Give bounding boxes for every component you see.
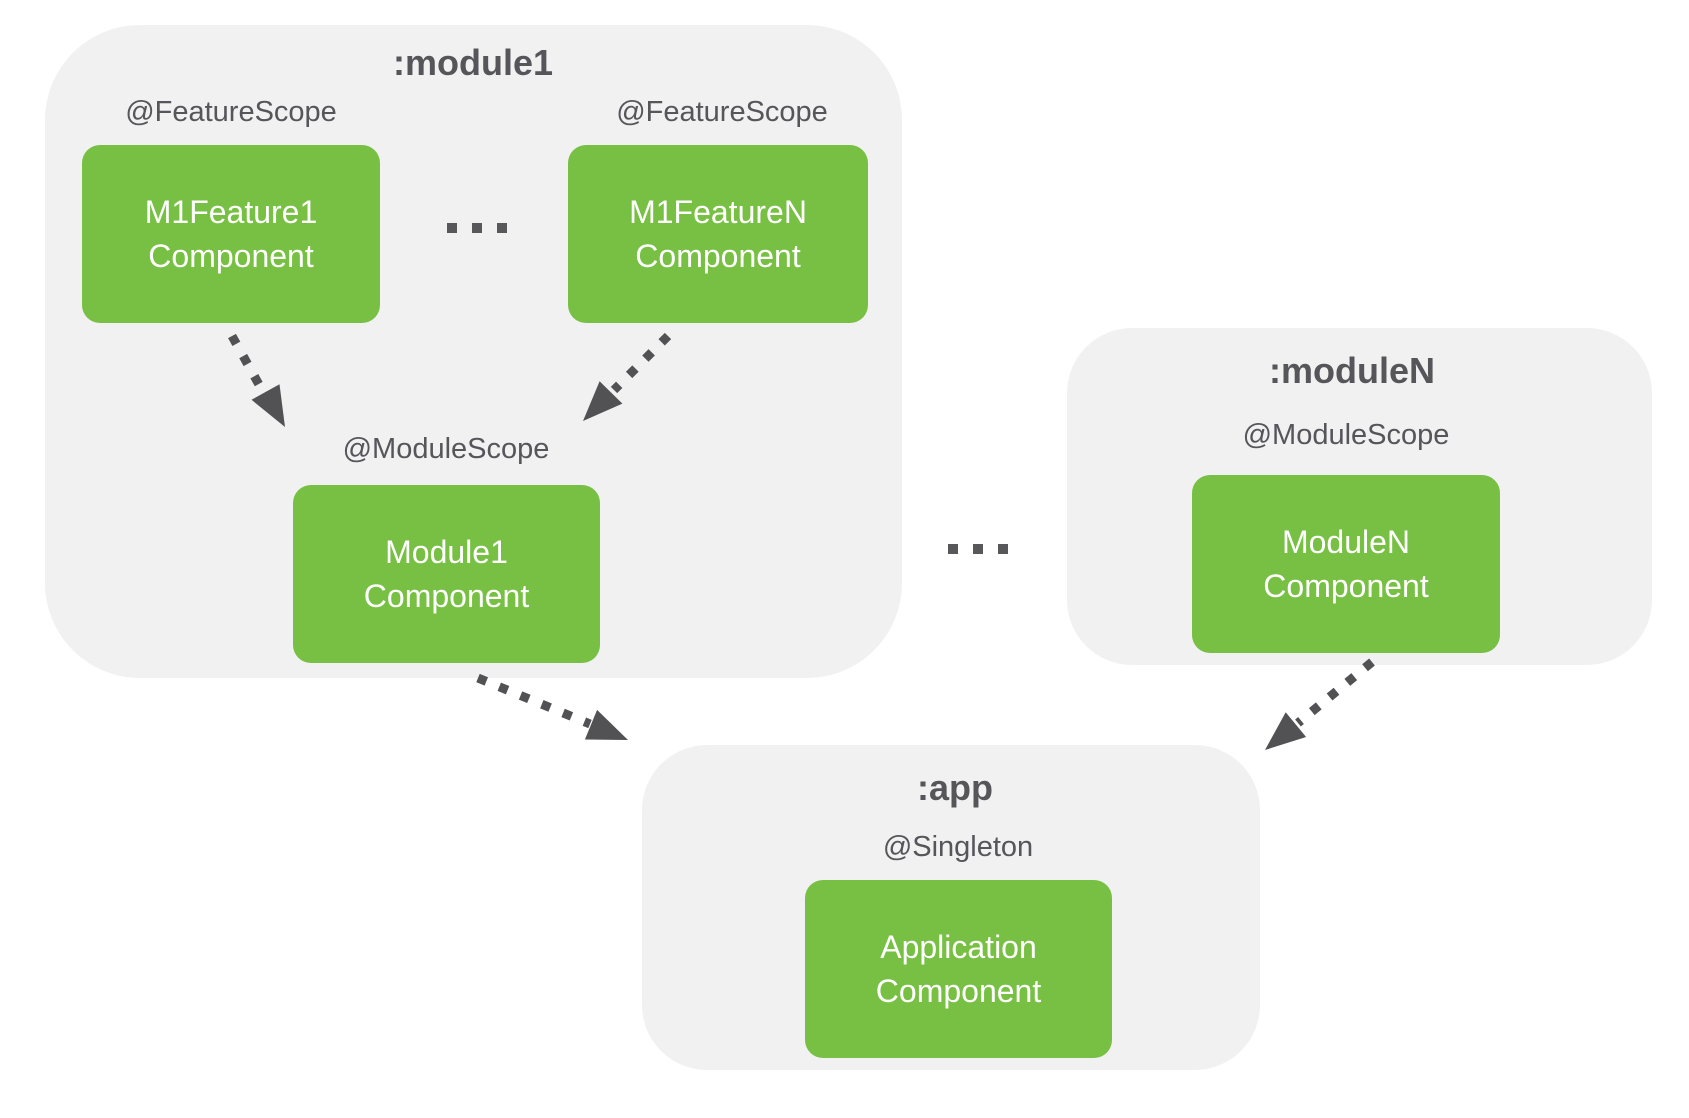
moduleN-scope-label: @ModuleScope xyxy=(1242,419,1450,451)
m1featureN-component-line1: M1FeatureN xyxy=(629,194,807,230)
moduleN-component-box: ModuleN Component xyxy=(1192,475,1500,653)
module1-component-line1: Module1 xyxy=(385,534,508,570)
module1-component-line2: Component xyxy=(363,578,530,614)
m1feature1-component-line1: M1Feature1 xyxy=(144,194,318,230)
arrow-module1-to-app xyxy=(476,673,628,740)
module1-component-box: Module1 Component xyxy=(293,485,600,663)
moduleN-title: :moduleN xyxy=(1269,350,1435,391)
singleton-scope-label: @Singleton xyxy=(882,831,1034,863)
moduleN-component-line1: ModuleN xyxy=(1281,524,1411,560)
application-component-line1: Application xyxy=(880,929,1037,965)
app-title: :app xyxy=(917,767,993,808)
arrow-moduleN-to-app xyxy=(1265,658,1375,750)
m1feature1-component-line2: Component xyxy=(148,238,314,274)
module1-title: :module1 xyxy=(392,42,554,83)
m1featureN-component-box: M1FeatureN Component xyxy=(568,145,868,323)
m1featureN-component-line2: Component xyxy=(635,238,801,274)
application-component-box: Application Component xyxy=(805,880,1112,1058)
module1-scope-label: @ModuleScope xyxy=(342,433,550,465)
feature1-scope-label: @FeatureScope xyxy=(125,96,337,128)
moduleN-component-line2: Component xyxy=(1263,568,1429,604)
ellipsis-between-modules xyxy=(948,544,1008,554)
m1feature1-component-box: M1Feature1 Component xyxy=(82,145,380,323)
ellipsis-between-features xyxy=(447,223,507,233)
featureN-scope-label: @FeatureScope xyxy=(616,96,828,128)
application-component-line2: Component xyxy=(875,973,1042,1009)
